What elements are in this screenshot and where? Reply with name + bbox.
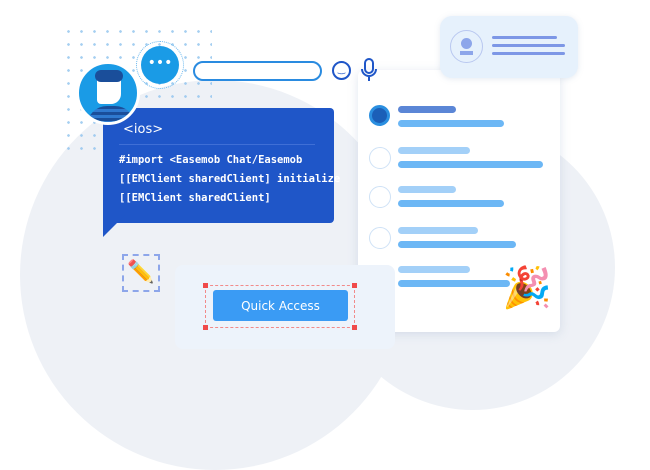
party-popper-icon: 🎉 (502, 265, 552, 311)
quick-access-label: Quick Access (241, 298, 320, 313)
selection-box (203, 283, 357, 330)
contact-avatar-active[interactable] (369, 105, 390, 126)
code-snippet-card: <ios> #import <Easemob Chat/Easemob [[EM… (103, 108, 340, 223)
list-item-5-title (398, 266, 470, 273)
list-item-3-preview (398, 200, 504, 207)
code-line: [[EMClient sharedClient] (119, 192, 271, 204)
user-avatar (76, 61, 140, 125)
code-line: [[EMClient sharedClient] initialize (119, 173, 341, 185)
code-line: #import <Easemob Chat/Easemob (119, 154, 303, 166)
message-input[interactable] (193, 61, 322, 81)
edit-selection-icon: ✏️ (122, 254, 160, 292)
list-item-5-preview (398, 280, 510, 287)
list-item-2-title (398, 147, 470, 154)
microphone-icon[interactable] (361, 58, 377, 82)
divider (119, 144, 315, 145)
list-item-3-title (398, 186, 456, 193)
list-item-1-preview (398, 120, 504, 127)
card-line-3 (492, 52, 565, 55)
chat-bubble-icon[interactable]: ••• (136, 41, 184, 89)
list-item-1-title (398, 106, 456, 113)
card-line-2 (492, 44, 565, 47)
card-line-1 (492, 36, 557, 39)
emoji-icon[interactable]: ‿ (332, 61, 351, 80)
add-contact-card (440, 16, 578, 78)
user-avatar-icon[interactable] (369, 227, 391, 249)
user-avatar-icon[interactable] (369, 147, 391, 169)
code-card-tail (103, 215, 125, 237)
code-language-tag: <ios> (123, 122, 164, 137)
list-item-4-preview (398, 241, 516, 248)
add-user-icon[interactable] (450, 30, 483, 63)
list-item-4-title (398, 227, 478, 234)
list-item-2-preview (398, 161, 543, 168)
quick-access-button[interactable]: Quick Access (213, 290, 348, 321)
user-avatar-icon[interactable] (369, 186, 391, 208)
